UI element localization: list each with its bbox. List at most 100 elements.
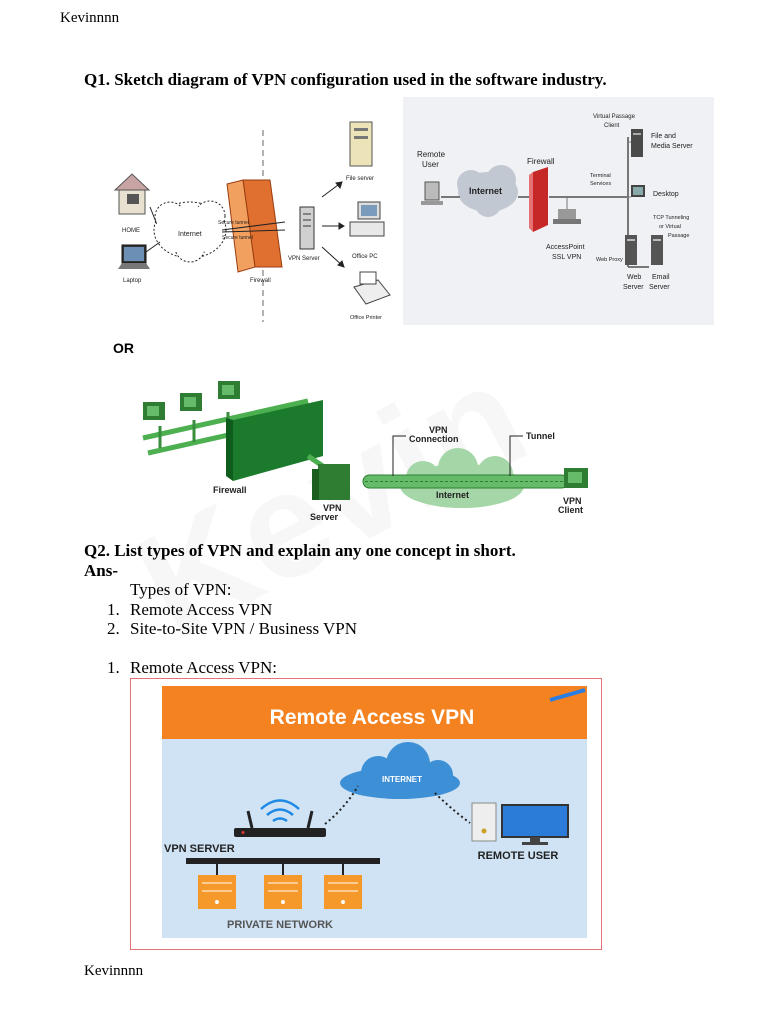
- internet-label: Internet: [469, 186, 502, 196]
- section-number: 1.: [107, 658, 120, 677]
- vpn-connection-label-1: VPN: [429, 425, 448, 435]
- question-2-title: Q2. List types of VPN and explain any on…: [84, 541, 516, 560]
- web-server-label-2: Server: [623, 284, 644, 291]
- vpn-network-diagram: Remote User Internet Firewall Virtual Pa…: [403, 97, 714, 325]
- accent-stripe: [549, 688, 586, 702]
- link-line: [149, 206, 157, 223]
- remote-access-vpn-diagram: Remote Access VPN INTERNET VPN SERVER: [130, 678, 602, 950]
- remote-user-label-2: User: [422, 160, 439, 169]
- list-item-number: 1.: [107, 600, 120, 619]
- internet-cloud-icon: [457, 165, 518, 217]
- vpn-diagram-sketch: HOME Laptop Internet Firewall Secure tun…: [113, 121, 391, 322]
- vpn-server-label-1: VPN: [323, 503, 342, 513]
- firewall-icon: [529, 167, 548, 232]
- wifi-icon: [260, 799, 300, 823]
- email-server-icon: [651, 235, 663, 265]
- arrows: [321, 181, 345, 268]
- vpn-server-label-2: Server: [310, 512, 339, 522]
- remote-user-label-1: Remote: [417, 150, 446, 159]
- firewall-label: Firewall: [250, 278, 271, 284]
- terminal-services-label-2: Services: [590, 181, 611, 187]
- tunnel-pointer: [509, 435, 523, 476]
- remote-user-computer-icon: [421, 181, 443, 205]
- firewall-label: Firewall: [213, 485, 247, 495]
- vpn-connection-pointer: [392, 435, 406, 476]
- remote-user-tower-icon: [471, 802, 497, 842]
- file-media-label-2: Media Server: [651, 143, 693, 150]
- internet-label: Internet: [178, 231, 202, 238]
- page-header-author: Kevinnnn: [60, 10, 120, 26]
- client-computer-icon: [218, 381, 240, 399]
- internet-label: Internet: [436, 490, 469, 500]
- list-item-number: 2.: [107, 619, 120, 638]
- laptop-icon: [118, 244, 150, 269]
- web-server-icon: [625, 235, 637, 265]
- network-bus: [186, 858, 380, 864]
- office-pc-icon: [349, 201, 385, 237]
- firewall-label: Firewall: [527, 157, 555, 166]
- office-printer-label: Office Printer: [350, 315, 382, 321]
- vpn-server-icon: [299, 206, 315, 250]
- terminal-services-label-1: Terminal: [590, 173, 611, 179]
- virtual-passage-label-2: Client: [604, 123, 620, 129]
- vpn-client-computer-icon: [564, 468, 588, 488]
- list-item: Site-to-Site VPN / Business VPN: [130, 619, 358, 638]
- or-separator: OR: [113, 340, 134, 356]
- client-computer-icon: [143, 402, 165, 420]
- link-line: [324, 785, 359, 825]
- private-server-icon: [198, 875, 236, 909]
- link-line: [145, 241, 161, 253]
- internet-cloud-icon: [153, 200, 227, 263]
- client-computer-icon: [180, 393, 202, 411]
- internet-cloud-icon: [340, 742, 460, 799]
- office-printer-icon: [353, 271, 391, 305]
- private-network-label: PRIVATE NETWORK: [227, 919, 333, 931]
- vpn-tunnel-diagram: Firewall VPN Server Internet VPN Connect…: [142, 381, 588, 522]
- email-server-label-1: Email: [652, 274, 670, 281]
- vpn-client-label-1: VPN: [563, 496, 582, 506]
- vpn-server-icon: [312, 464, 350, 500]
- email-server-label-2: Server: [649, 284, 670, 291]
- tcp-label-2: or Virtual: [659, 224, 681, 230]
- vpn-server-label: VPN SERVER: [164, 843, 235, 855]
- types-heading: Types of VPN:: [130, 580, 232, 599]
- virtual-passage-label-1: Virtual Passage: [593, 114, 636, 120]
- title-banner: [162, 686, 587, 739]
- file-media-label-1: File and: [651, 133, 676, 140]
- web-server-label-1: Web: [627, 274, 641, 281]
- tunnel-line: [221, 229, 286, 233]
- vpn-server-label: VPN Server: [288, 256, 320, 262]
- desktop-label: Desktop: [653, 191, 679, 198]
- file-server-label: File server: [346, 176, 374, 182]
- remote-user-monitor-icon: [501, 804, 569, 845]
- remote-user-label: REMOTE USER: [478, 850, 559, 862]
- question-1-title: Q1. Sketch diagram of VPN configuration …: [84, 70, 607, 89]
- tcp-label-1: TCP Tunneling: [653, 215, 689, 221]
- tunnel-label-2: Secure tunnel: [222, 235, 253, 241]
- tunnel-label: Tunnel: [526, 431, 555, 441]
- section-title: Remote Access VPN:: [130, 658, 278, 677]
- web-proxy-label: Web Proxy: [596, 257, 623, 263]
- firewall-icon: [226, 400, 323, 481]
- tunnel-line: [221, 221, 286, 231]
- home-label: HOME: [122, 228, 140, 234]
- vpn-client-label-2: Client: [558, 505, 583, 515]
- bus-drop-lines: [216, 864, 344, 875]
- private-server-icon: [324, 875, 362, 909]
- page-footer-author: Kevinnnn: [84, 963, 144, 979]
- tunnel-label-1: Secure tunnel: [218, 220, 249, 226]
- file-server-icon: [349, 121, 373, 167]
- vpn-router-icon: [234, 810, 326, 837]
- diagram-title: Remote Access VPN: [270, 706, 475, 729]
- office-pc-label: Office PC: [352, 254, 378, 260]
- access-point-label-1: AccessPoint: [546, 244, 585, 251]
- file-media-server-icon: [631, 129, 643, 157]
- access-point-icon: [553, 209, 581, 224]
- answer-label: Ans-: [84, 561, 119, 580]
- list-item: Remote Access VPN: [130, 600, 273, 619]
- laptop-label: Laptop: [123, 278, 142, 284]
- home-icon: [113, 173, 151, 215]
- tcp-label-3: Passage: [668, 233, 689, 239]
- desktop-icon: [631, 185, 645, 197]
- private-server-icon: [264, 875, 302, 909]
